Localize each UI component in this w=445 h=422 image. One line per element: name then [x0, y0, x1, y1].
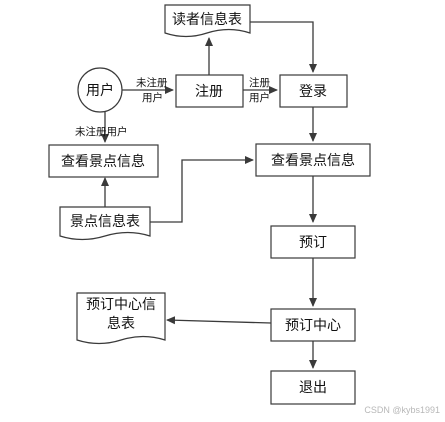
view-spots-right-label: 查看景点信息 [271, 152, 355, 169]
exit-node-shape [270, 370, 356, 405]
view-spots-right-shape [255, 143, 371, 177]
reserve-table-label-line2: 息表 [107, 315, 135, 332]
edge-label-registered-1: 注册 [249, 76, 270, 89]
reader-table-label: 读者信息表 [172, 11, 242, 28]
spot-table-label: 景点信息表 [70, 213, 140, 230]
edge-label-unregistered-1: 未注册 [136, 76, 168, 89]
reserve-table-shape [76, 292, 166, 345]
login-node-label: 登录 [299, 84, 327, 100]
view-spots-left-label: 查看景点信息 [61, 153, 145, 170]
login-node-shape [279, 74, 348, 108]
edge-label-unregistered-side: 未注册用户 [75, 125, 128, 138]
reserve-node-shape [270, 225, 356, 259]
edge-reserve-center-to-reserve-table [166, 316, 272, 325]
watermark: CSDN @kybs1991 [364, 405, 440, 415]
edge-label-unregistered-2: 用户 [142, 91, 163, 104]
register-node-label: 注册 [195, 84, 223, 100]
user-node-label: 用户 [86, 82, 114, 99]
edge-spot-table-to-view-right [150, 156, 254, 223]
register-node-shape [175, 74, 244, 108]
reader-table-shape [164, 4, 251, 38]
exit-node-label: 退出 [299, 380, 327, 396]
reserve-table-label-line1: 预订中心信 [86, 297, 156, 313]
spot-table-shape [59, 206, 151, 241]
edge-reader-table-to-login [250, 21, 317, 73]
view-spots-left-shape [48, 144, 159, 178]
reserve-center-node-label: 预订中心 [285, 318, 341, 334]
user-node-shape [77, 67, 123, 113]
edge-label-registered-2: 用户 [249, 91, 270, 104]
reserve-center-node-shape [270, 308, 356, 342]
reserve-node-label: 预订 [299, 235, 327, 251]
